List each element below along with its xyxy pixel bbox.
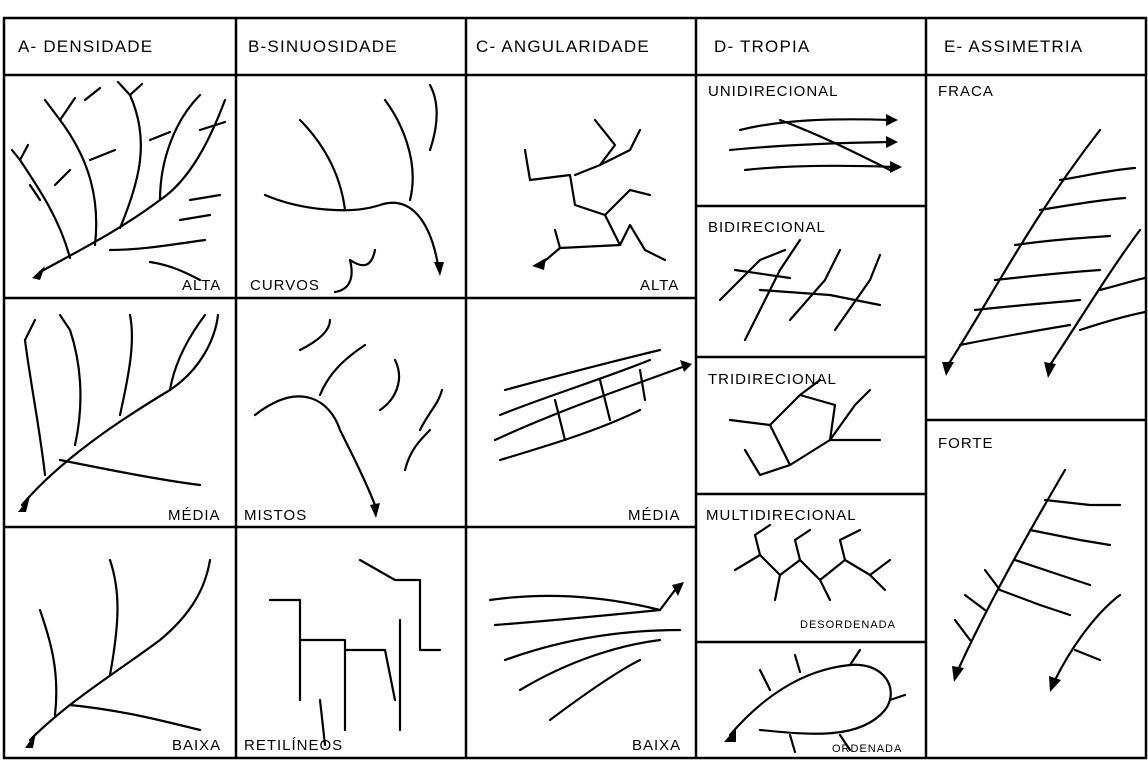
tropy-uni-arrow-3 [890,161,902,173]
header-tropy: D- TROPIA [714,38,810,55]
tropy-bi-label: BIDIRECIONAL [708,220,826,235]
angularity-high-arrow [532,258,546,270]
tropy-uni-arrow-2 [886,136,898,148]
density-low-drawing [30,560,210,740]
tropy-uni-label: UNIDIRECIONAL [708,84,839,99]
sinuosity-mixed-label: MISTOS [244,508,307,523]
header-angularity: C- ANGULARIDADE [476,38,650,55]
asymmetry-strong-arrow-1 [952,666,964,682]
sinuosity-mixed-arrow [370,503,380,518]
tropy-bi-drawing [720,240,880,340]
asymmetry-weak-arrow-1 [942,362,954,376]
tropy-tri-drawing [730,380,880,475]
tropy-multi-disordered-drawing [735,525,890,600]
header-sinuosity: B-SINUOSIDADE [248,38,398,55]
asymmetry-weak-drawing [948,130,1145,365]
angularity-medium-drawing [495,350,688,460]
sinuosity-curved-drawing [265,85,438,292]
tropy-multi-label: MULTIDIRECIONAL [706,508,857,523]
angularity-medium-arrow [680,360,692,372]
density-medium-label: MÉDIA [168,508,221,523]
sinuosity-straight-label: RETILÍNEOS [244,738,343,753]
asymmetry-strong-arrow-2 [1049,676,1061,692]
angularity-high-drawing [525,120,665,265]
density-high-label: ALTA [182,278,221,293]
tropy-uni-arrow-1 [886,114,898,126]
angularity-low-label: BAIXA [632,738,681,753]
angularity-high-label: ALTA [640,278,679,293]
sinuosity-mixed-drawing [255,320,442,505]
tropy-disordered-label: DESORDENADA [800,620,896,631]
asymmetry-weak-arrow-2 [1044,362,1056,378]
density-high-drawing [12,82,225,280]
tropy-tri-label: TRIDIRECIONAL [708,372,837,387]
tropy-ordered-label: ORDENADA [832,744,902,755]
tropy-uni-drawing [730,119,895,170]
density-high-arrow [32,266,45,280]
asymmetry-strong-drawing [955,470,1120,680]
asymmetry-strong-label: FORTE [938,436,994,451]
sinuosity-straight-drawing [270,560,440,745]
angularity-medium-label: MÉDIA [628,508,681,523]
angularity-low-arrow [672,582,684,596]
header-density: A- DENSIDADE [18,38,153,55]
angularity-low-drawing [490,590,680,720]
density-low-label: BAIXA [172,738,221,753]
density-medium-drawing [22,315,218,505]
sinuosity-curved-label: CURVOS [250,278,320,293]
asymmetry-weak-label: FRACA [938,84,994,99]
tropy-multi-ordered-drawing [730,650,905,752]
header-asymmetry: E- ASSIMETRIA [944,38,1083,55]
density-low-arrow [25,732,36,748]
sinuosity-curved-arrow [434,262,444,276]
